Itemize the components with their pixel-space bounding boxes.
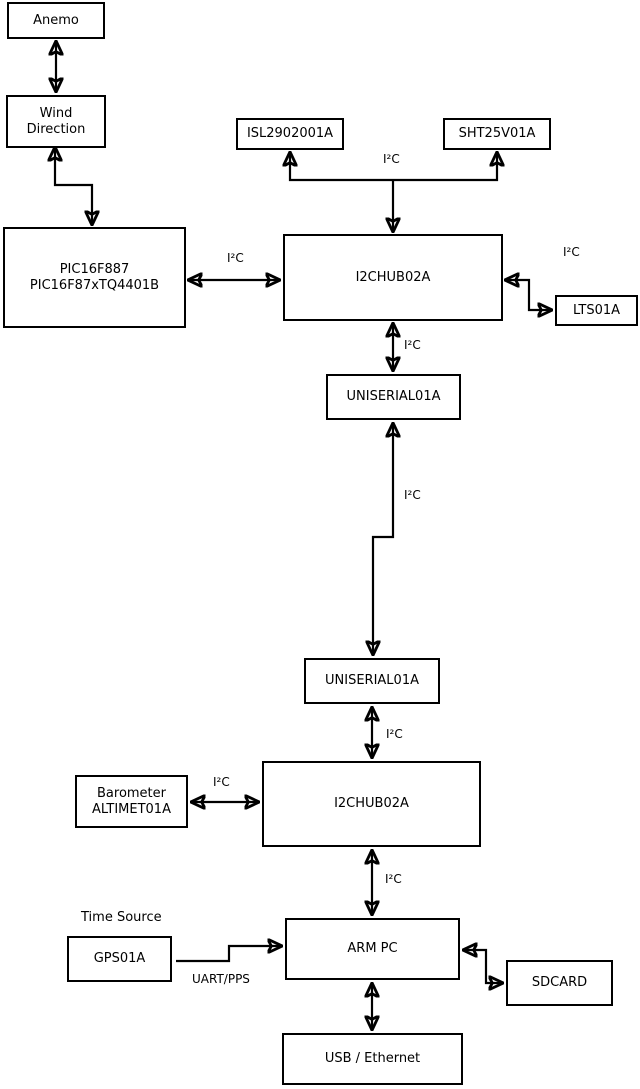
node-uniserial01a-lower[interactable]: UNISERIAL01A <box>304 658 440 704</box>
node-gps01a[interactable]: GPS01A <box>67 936 172 982</box>
edge-label-gps-armpc-text: UART/PPS <box>192 972 250 986</box>
edge-label-gps-armpc: UART/PPS <box>192 972 250 986</box>
edge-label-barometer-hub2: I²C <box>213 775 230 789</box>
node-i2chub02a-bottom[interactable]: I2CHUB02A <box>262 761 481 847</box>
node-barometer-altimet01a-label: Barometer ALTIMET01A <box>92 785 171 817</box>
edge-label-sensors-hub: I²C <box>383 152 400 166</box>
node-lts01a-label: LTS01A <box>572 302 621 318</box>
node-pic-mcu-label: PIC16F887 PIC16F87xTQ4401B <box>29 261 160 293</box>
label-time-source-text: Time Source <box>81 910 162 925</box>
node-gps01a-label: GPS01A <box>93 951 146 966</box>
node-sdcard-label: SDCARD <box>531 975 588 990</box>
node-wind-direction-label: Wind Direction <box>26 105 86 137</box>
node-i2chub02a-top-label: I2CHUB02A <box>355 269 431 285</box>
node-arm-pc[interactable]: ARM PC <box>285 918 460 980</box>
edge-label-hub2-armpc: I²C <box>385 872 402 886</box>
connector-wind-pic <box>55 148 92 224</box>
edge-label-sensors-hub-text: I²C <box>383 152 400 166</box>
connector-uniserial-link <box>373 424 393 654</box>
node-sht25v01a-label: SHT25V01A <box>458 126 536 141</box>
node-uniserial01a-upper-label: UNISERIAL01A <box>346 389 441 404</box>
connector-armpc-sdcard <box>464 950 502 983</box>
connector-gps-armpc <box>176 946 281 963</box>
node-usb-ethernet[interactable]: USB / Ethernet <box>282 1033 463 1085</box>
node-usb-ethernet-label: USB / Ethernet <box>324 1051 421 1066</box>
connector-hubtop-lts <box>506 280 551 310</box>
edge-label-hub-uniserial-text: I²C <box>404 338 421 352</box>
edge-label-hub-lts-text: I²C <box>563 245 580 259</box>
node-i2chub02a-bottom-label: I2CHUB02A <box>334 796 409 811</box>
node-sht25v01a[interactable]: SHT25V01A <box>443 118 551 150</box>
edge-label-hub-uniserial: I²C <box>404 338 421 352</box>
edge-label-uniserial-link: I²C <box>404 488 421 502</box>
edge-label-barometer-hub2-text: I²C <box>213 775 230 789</box>
label-time-source: Time Source <box>81 910 162 925</box>
node-pic-mcu[interactable]: PIC16F887 PIC16F87xTQ4401B <box>3 227 186 328</box>
node-barometer-altimet01a[interactable]: Barometer ALTIMET01A <box>75 775 188 828</box>
node-lts01a[interactable]: LTS01A <box>555 295 638 326</box>
node-anemo-label: Anemo <box>33 12 79 28</box>
node-uniserial01a-lower-label: UNISERIAL01A <box>325 673 419 688</box>
edge-label-pic-hub: I²C <box>227 251 244 265</box>
node-anemo[interactable]: Anemo <box>7 2 105 39</box>
node-uniserial01a-upper[interactable]: UNISERIAL01A <box>326 374 461 420</box>
node-wind-direction[interactable]: Wind Direction <box>6 95 106 148</box>
node-sdcard[interactable]: SDCARD <box>506 960 613 1006</box>
edge-label-pic-hub-text: I²C <box>227 251 244 265</box>
node-isl2902001a[interactable]: ISL2902001A <box>236 118 344 150</box>
edge-label-uniserial-link-text: I²C <box>404 488 421 502</box>
edge-label-uniserial-hub2-text: I²C <box>386 727 403 741</box>
edge-label-uniserial-hub2: I²C <box>386 727 403 741</box>
node-i2chub02a-top[interactable]: I2CHUB02A <box>283 234 503 321</box>
edge-label-hub2-armpc-text: I²C <box>385 872 402 886</box>
node-isl2902001a-label: ISL2902001A <box>246 126 334 141</box>
node-arm-pc-label: ARM PC <box>347 941 398 956</box>
edge-label-hub-lts: I²C <box>563 245 580 259</box>
